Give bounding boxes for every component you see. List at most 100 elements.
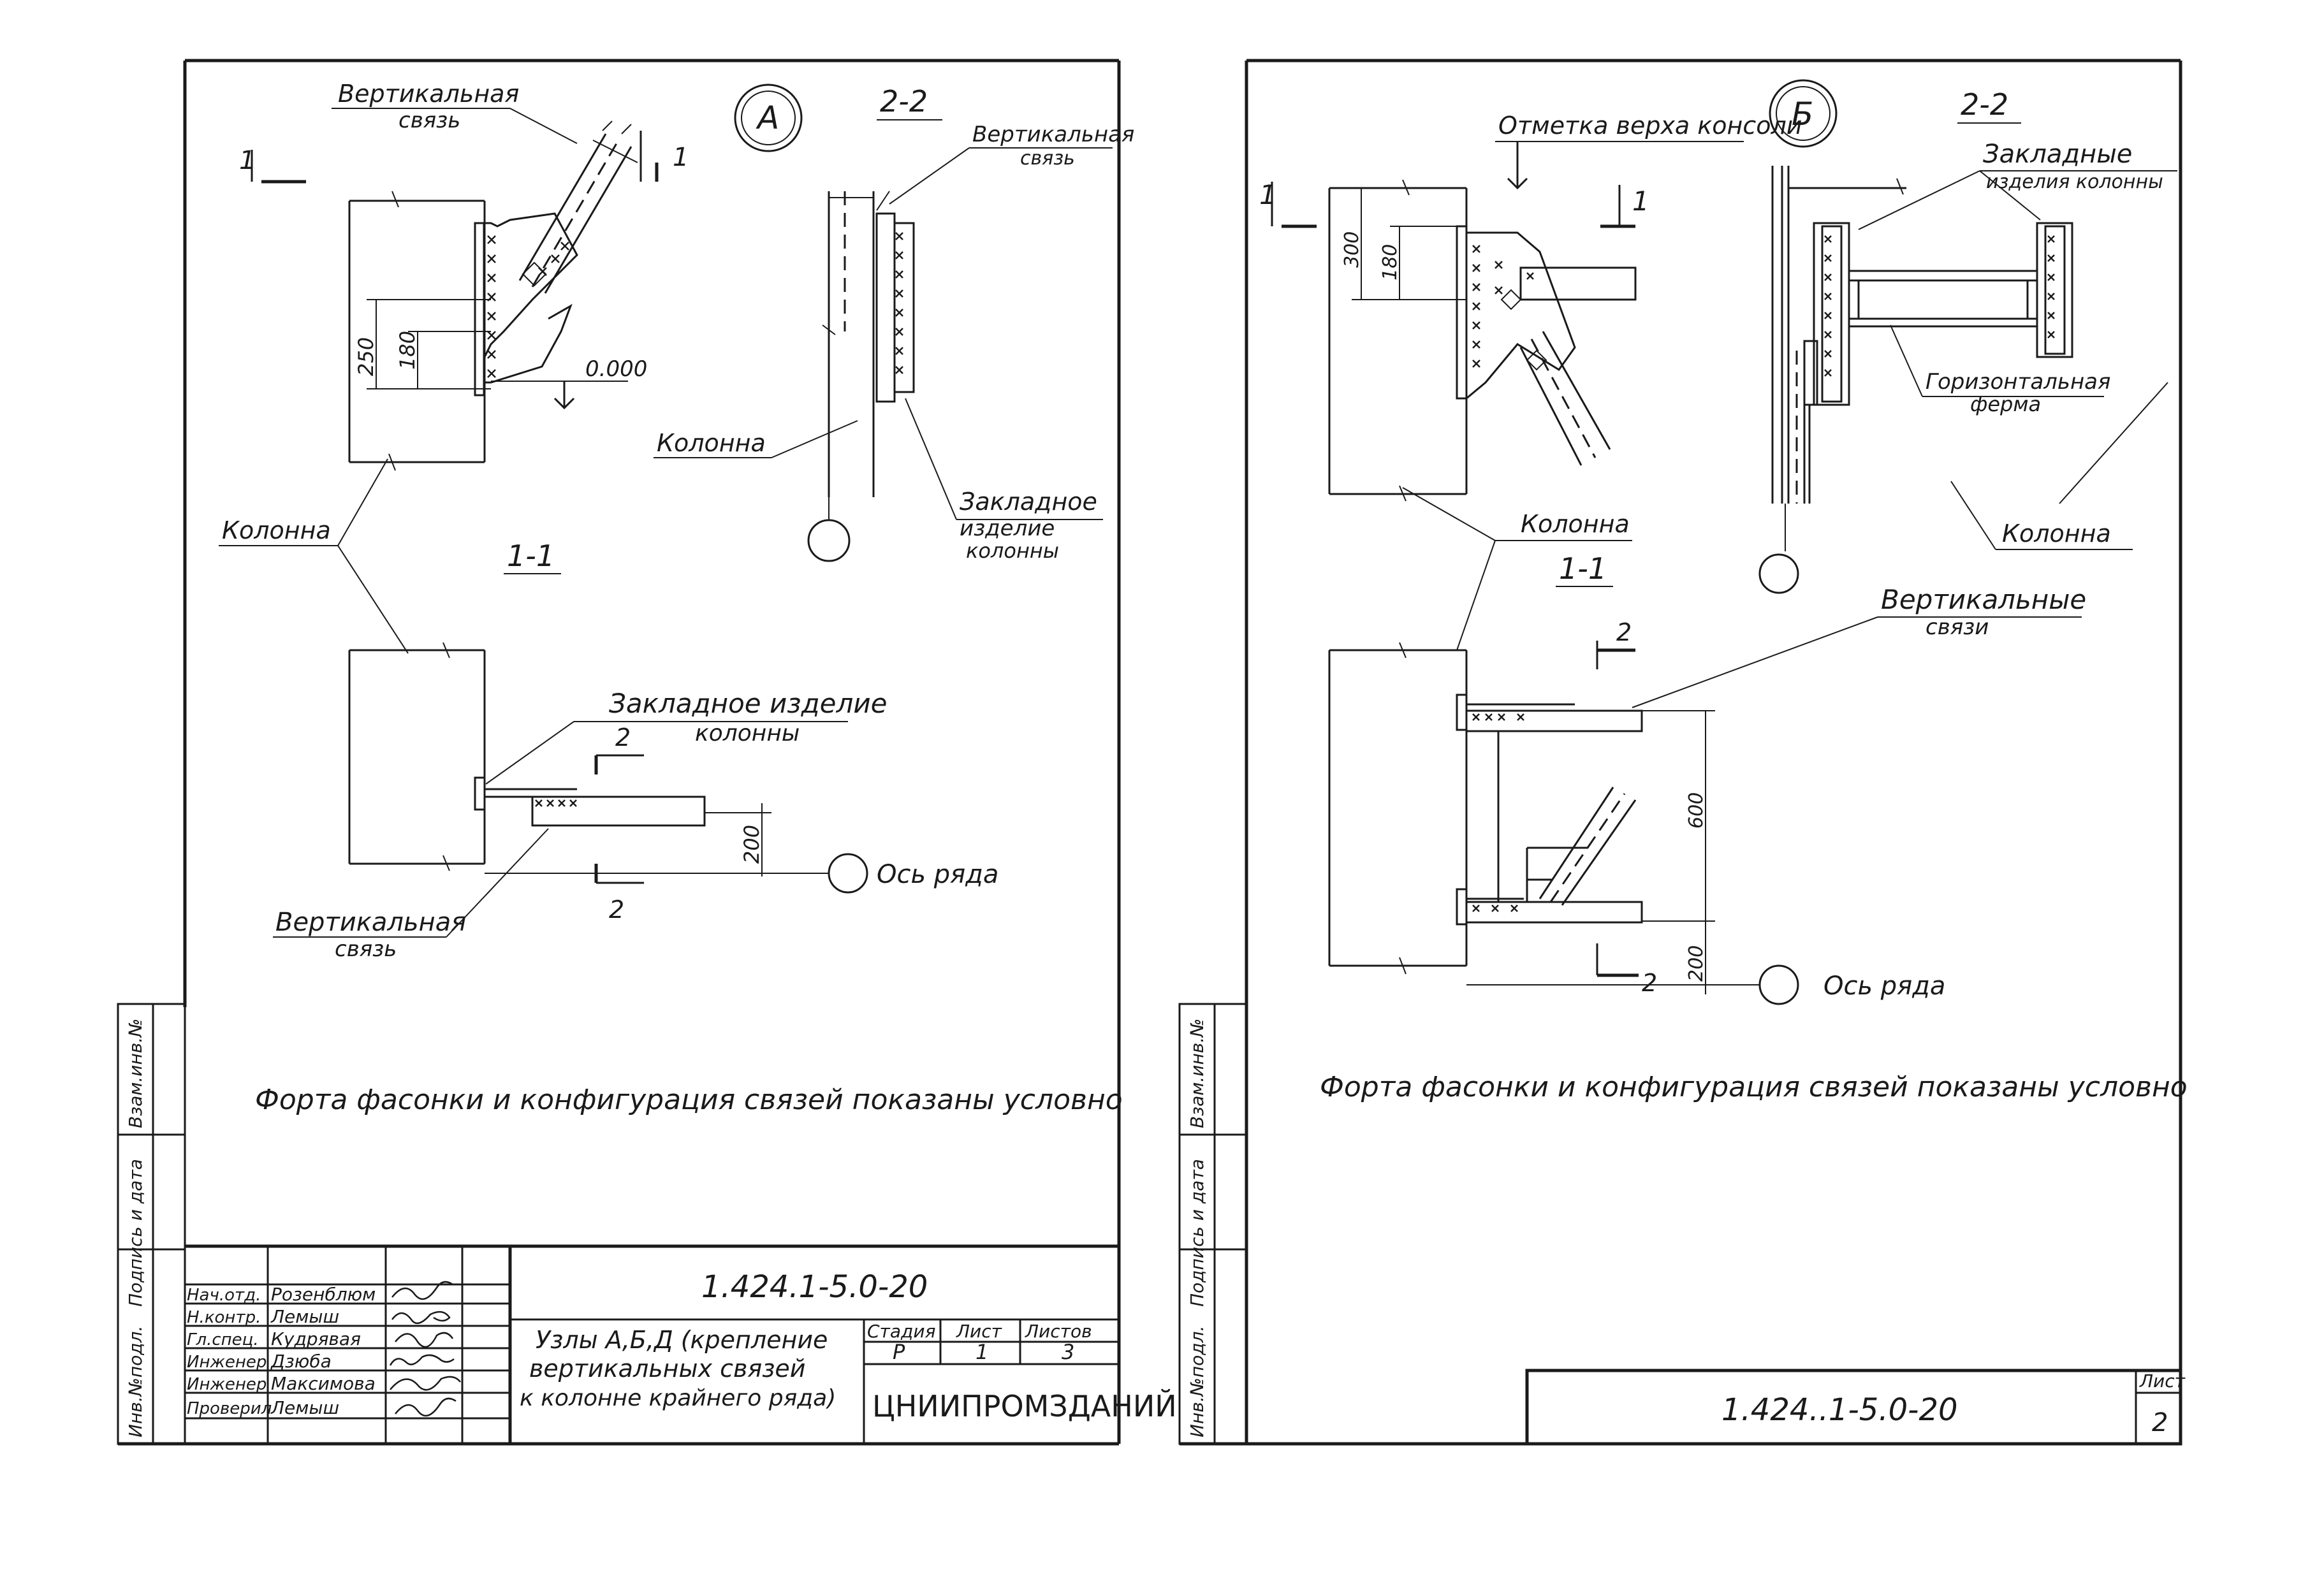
title-line-1: Узлы А,Б,Д (крепление — [536, 1326, 828, 1354]
detail-b: Отметка верха консоли Б 1 1 — [1259, 79, 1838, 502]
axis-circle-22-left — [807, 519, 851, 562]
role-2: Н.контр. — [187, 1308, 261, 1327]
label-vertical-brace-bottom-1: Вертикальная — [275, 908, 466, 937]
label-embedded-11-1: Закладное изделие — [609, 688, 888, 719]
title-block-right: 1.424..1-5.0-20 Лист 2 — [1525, 1369, 2186, 1446]
label-vertical-brace-22-1: Вертикальная — [972, 122, 1134, 147]
note-right: Форта фасонки и конфигурация связей пока… — [1320, 1071, 2188, 1103]
sheet-left: Инв.№подл. Подпись и дата Взам.инв.№ Вер… — [117, 59, 1177, 1446]
sheet-number-right: 2 — [2152, 1408, 2168, 1437]
axis-circle-11-right — [1758, 964, 1799, 1005]
label-column-22-right: Колонна — [2002, 520, 2111, 548]
side-stamp-right: Инв.№подл. Подпись и дата Взам.инв.№ — [1178, 1003, 1248, 1445]
label-vertical-braces-1: Вертикальные — [1881, 584, 2086, 615]
label-vertical-brace-22-2: связь — [1020, 147, 1075, 170]
label-embedded-11-2: колонны — [695, 720, 800, 746]
label-column-right-main: Колонна — [1521, 510, 1630, 538]
role-3: Гл.спец. — [187, 1330, 259, 1349]
label-embedded-items-2: изделия колонны — [1986, 171, 2163, 193]
cut-mark-1-left: 1 — [239, 146, 255, 175]
col-value-stage: Р — [893, 1340, 905, 1364]
col-value-sheets: 3 — [1062, 1340, 1074, 1364]
name-3: Кудрявая — [271, 1328, 361, 1349]
cut-mark-2-upper-right: 2 — [1616, 618, 1632, 646]
dim-600-right: 600 — [1685, 792, 1707, 829]
cut-mark-1-right: 1 — [673, 143, 689, 172]
col-value-sheet: 1 — [976, 1340, 988, 1364]
label-vertical-braces-2: связи — [1926, 614, 1989, 640]
organization: ЦНИИПРОМЗДАНИЙ — [872, 1389, 1177, 1423]
elevation-0000: 0.000 — [585, 356, 647, 382]
sheet-header-right: Лист — [2139, 1370, 2186, 1392]
cut-mark-1-left-b: 1 — [1259, 179, 1276, 210]
col-header-sheet: Лист — [956, 1321, 1002, 1342]
dim-250-left: 250 — [354, 337, 378, 376]
name-4: Дзюба — [270, 1351, 332, 1372]
label-embedded-items-1: Закладные — [1983, 140, 2132, 169]
axis-circle-22-right — [1758, 553, 1799, 594]
dim-200-right: 200 — [1685, 945, 1707, 982]
section-22-left: 2-2 Вертикальная связь Колонна Закладное — [654, 84, 1134, 563]
sheet-right: Инв.№подл. Подпись и дата Взам.инв.№ Отм… — [1178, 59, 2188, 1446]
label-column-22-left: Колонна — [657, 429, 766, 457]
name-2: Лемыш — [270, 1306, 339, 1327]
label-horizontal-truss-2: ферма — [1970, 392, 2041, 416]
name-5: Максимова — [271, 1373, 376, 1394]
weld-crosses-a — [487, 235, 569, 378]
section-22-right: 2-2 Закладные изделия колонны — [1758, 87, 2177, 594]
label-row-axis-left: Ось ряда — [877, 860, 998, 889]
view-label-11-left: 1-1 — [507, 539, 555, 573]
label-vertical-brace-bottom-2: связь — [335, 936, 397, 962]
label-column-left-main: Колонна — [222, 516, 331, 544]
callout-node-b — [1769, 79, 1838, 148]
stamp-signature-date-right: Подпись и дата — [1187, 1159, 1208, 1307]
section-11-left: Колонна 1-1 2 2 — [219, 458, 998, 962]
view-label-22-left: 2-2 — [880, 84, 928, 119]
stamp-replace-inv: Взам.инв.№ — [125, 1019, 146, 1128]
label-row-axis-right: Ось ряда — [1823, 971, 1945, 1001]
callout-node-a-label: А — [756, 99, 779, 136]
title-block-left: 1.424.1-5.0-20 Нач.отд. Н.контр. Гл.спец… — [185, 1244, 1177, 1444]
side-stamp: Инв.№подл. Подпись и дата Взам.инв.№ — [117, 1003, 186, 1445]
cut-mark-2-lower-right: 2 — [1642, 969, 1657, 997]
name-6: Лемыш — [270, 1397, 339, 1418]
stamp-signature-date: Подпись и дата — [125, 1159, 146, 1307]
cut-mark-2-lower-left: 2 — [609, 896, 624, 924]
cut-mark-1-right-b: 1 — [1632, 185, 1649, 217]
view-label-11-right: 1-1 — [1559, 551, 1607, 586]
col-header-stage: Стадия — [867, 1321, 935, 1342]
role-6: Проверил — [187, 1399, 272, 1418]
label-embedded-22-3: колонны — [966, 539, 1059, 563]
role-1: Нач.отд. — [187, 1286, 261, 1305]
dim-180-right: 180 — [1379, 244, 1401, 280]
col-header-sheets: Листов — [1025, 1321, 1092, 1342]
role-5: Инженер — [187, 1375, 267, 1394]
signatures — [389, 1281, 461, 1417]
cut-mark-2-upper-left: 2 — [615, 723, 631, 752]
dim-300-right: 300 — [1341, 231, 1363, 268]
callout-node-a — [734, 84, 803, 152]
axis-circle-11-left — [828, 853, 868, 894]
stamp-replace-inv-right: Взам.инв.№ — [1187, 1019, 1208, 1128]
label-console-top: Отметка верха консоли — [1498, 112, 1802, 140]
dim-200-left: 200 — [740, 825, 764, 864]
name-1: Розенблюм — [271, 1284, 376, 1305]
view-label-22-right: 2-2 — [1961, 87, 2008, 122]
label-embedded-22-1: Закладное — [960, 488, 1097, 516]
designation-left: 1.424.1-5.0-20 — [701, 1269, 928, 1305]
title-line-2: вертикальных связей — [529, 1355, 806, 1383]
label-vertical-brace-top-2: связь — [398, 108, 460, 133]
label-horizontal-truss-1: Горизонтальная — [1926, 369, 2110, 395]
title-line-3: к колонне крайнего ряда) — [520, 1385, 836, 1411]
stamp-inv-no-right: Инв.№подл. — [1187, 1326, 1208, 1437]
callout-node-b-label: Б — [1792, 96, 1813, 133]
dim-180-left: 180 — [395, 331, 420, 370]
section-11-right: Колонна 1-1 Вертикальные связи 2 2 — [1328, 487, 2086, 1005]
stamp-inv-no: Инв.№подл. — [125, 1326, 146, 1437]
label-vertical-brace-top-1: Вертикальная — [338, 80, 519, 108]
note-left: Форта фасонки и конфигурация связей пока… — [255, 1084, 1123, 1116]
role-4: Инженер — [187, 1353, 267, 1372]
detail-a: Вертикальная связь 1 1 А — [239, 80, 803, 471]
weld-crosses-22-left — [895, 232, 903, 374]
